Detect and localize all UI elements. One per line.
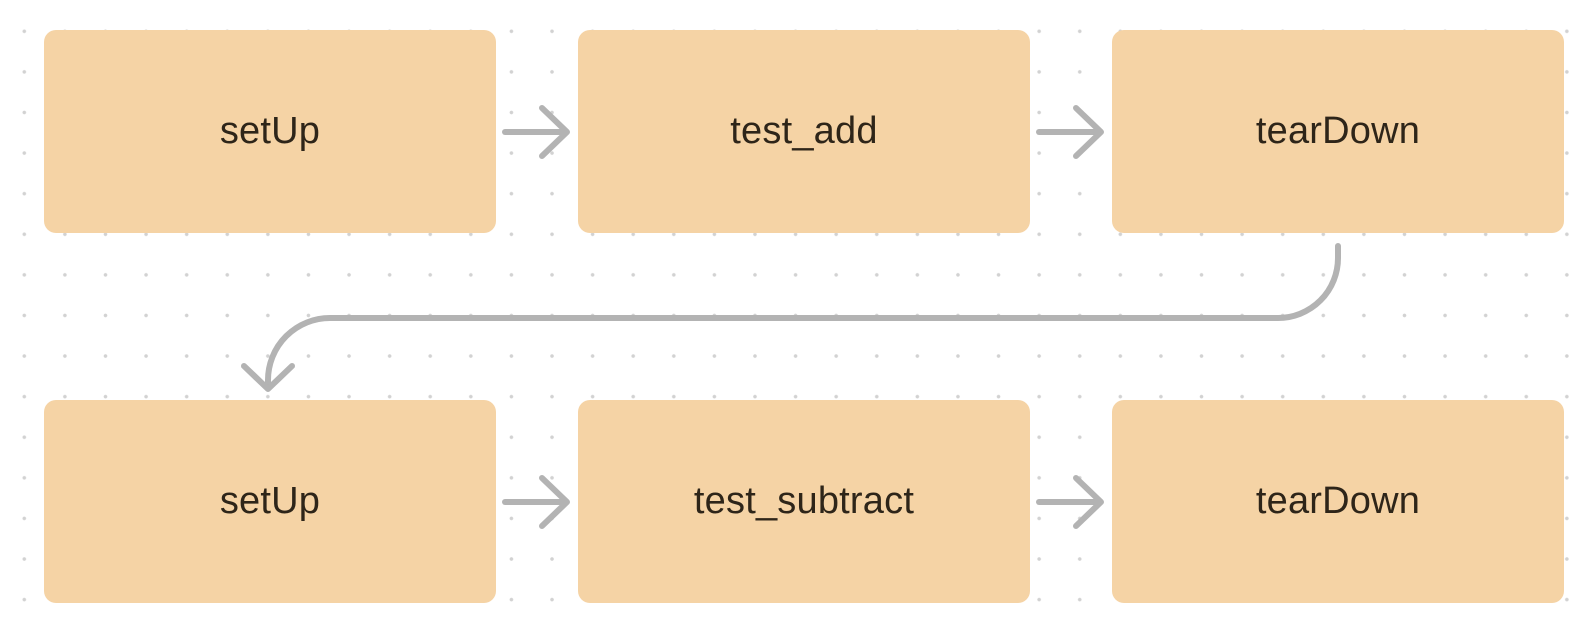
node-test-subtract[interactable]: test_subtract — [578, 400, 1030, 603]
edge-setup-to-test-subtract — [502, 475, 570, 529]
node-setup-2[interactable]: setUp — [44, 400, 496, 603]
edge-teardown-to-setup — [241, 243, 1341, 392]
node-label: test_subtract — [693, 480, 915, 522]
node-label: tearDown — [1255, 480, 1421, 522]
node-test-add[interactable]: test_add — [578, 30, 1030, 233]
node-teardown-1[interactable]: tearDown — [1112, 30, 1564, 233]
node-label: setUp — [219, 480, 321, 522]
edge-test-add-to-teardown — [1036, 105, 1104, 159]
edge-setup-to-test-add — [502, 105, 570, 159]
edge-test-subtract-to-teardown — [1036, 475, 1104, 529]
node-setup-1[interactable]: setUp — [44, 30, 496, 233]
node-teardown-2[interactable]: tearDown — [1112, 400, 1564, 603]
node-label: test_add — [730, 110, 878, 152]
node-label: setUp — [219, 110, 321, 152]
node-label: tearDown — [1255, 110, 1421, 152]
